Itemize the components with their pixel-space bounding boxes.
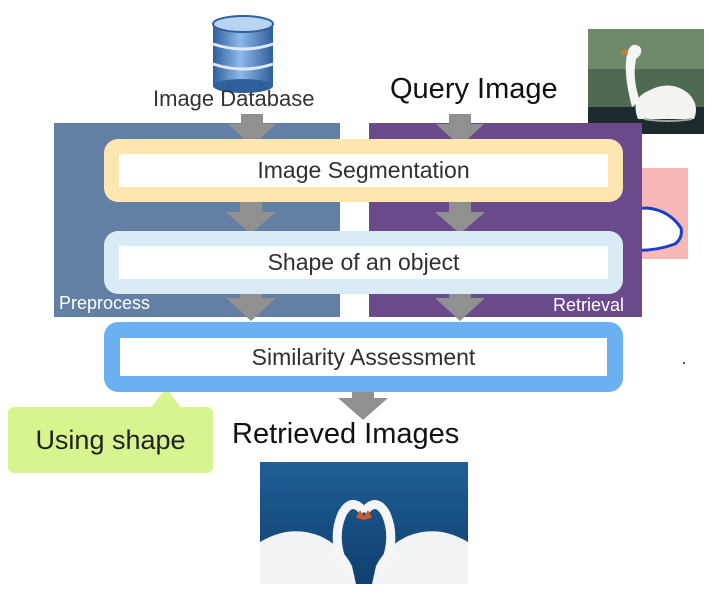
retrieved-images-label: Retrieved Images xyxy=(232,418,460,450)
query-image-photo xyxy=(588,29,704,134)
arrow-down-icon xyxy=(435,287,485,321)
arrow-down-icon xyxy=(226,287,276,321)
image-segmentation-label: Image Segmentation xyxy=(257,157,470,183)
retrieval-label: Retrieval xyxy=(553,295,625,315)
image-segmentation-stage: Image Segmentation xyxy=(104,139,623,202)
retrieved-image-photo xyxy=(260,462,468,584)
arrow-down-icon xyxy=(338,388,388,420)
arrow-down-icon xyxy=(228,114,276,146)
callout-pointer xyxy=(150,388,182,409)
shape-of-object-label: Shape of an object xyxy=(267,249,460,275)
preprocess-label: Preprocess xyxy=(59,293,151,313)
similarity-assessment-stage: Similarity Assessment xyxy=(104,322,623,392)
database-icon xyxy=(209,14,277,94)
query-image-label: Query Image xyxy=(390,73,558,105)
arrow-down-icon xyxy=(436,114,484,146)
image-database-label: Image Database xyxy=(153,86,315,111)
stray-dot xyxy=(683,362,685,364)
similarity-assessment-label: Similarity Assessment xyxy=(251,343,476,370)
shape-of-object-stage: Shape of an object xyxy=(104,231,623,294)
arrow-down-icon xyxy=(435,201,485,234)
using-shape-label: Using shape xyxy=(35,424,186,455)
using-shape-callout: Using shape xyxy=(8,407,213,473)
arrow-down-icon xyxy=(226,201,276,234)
